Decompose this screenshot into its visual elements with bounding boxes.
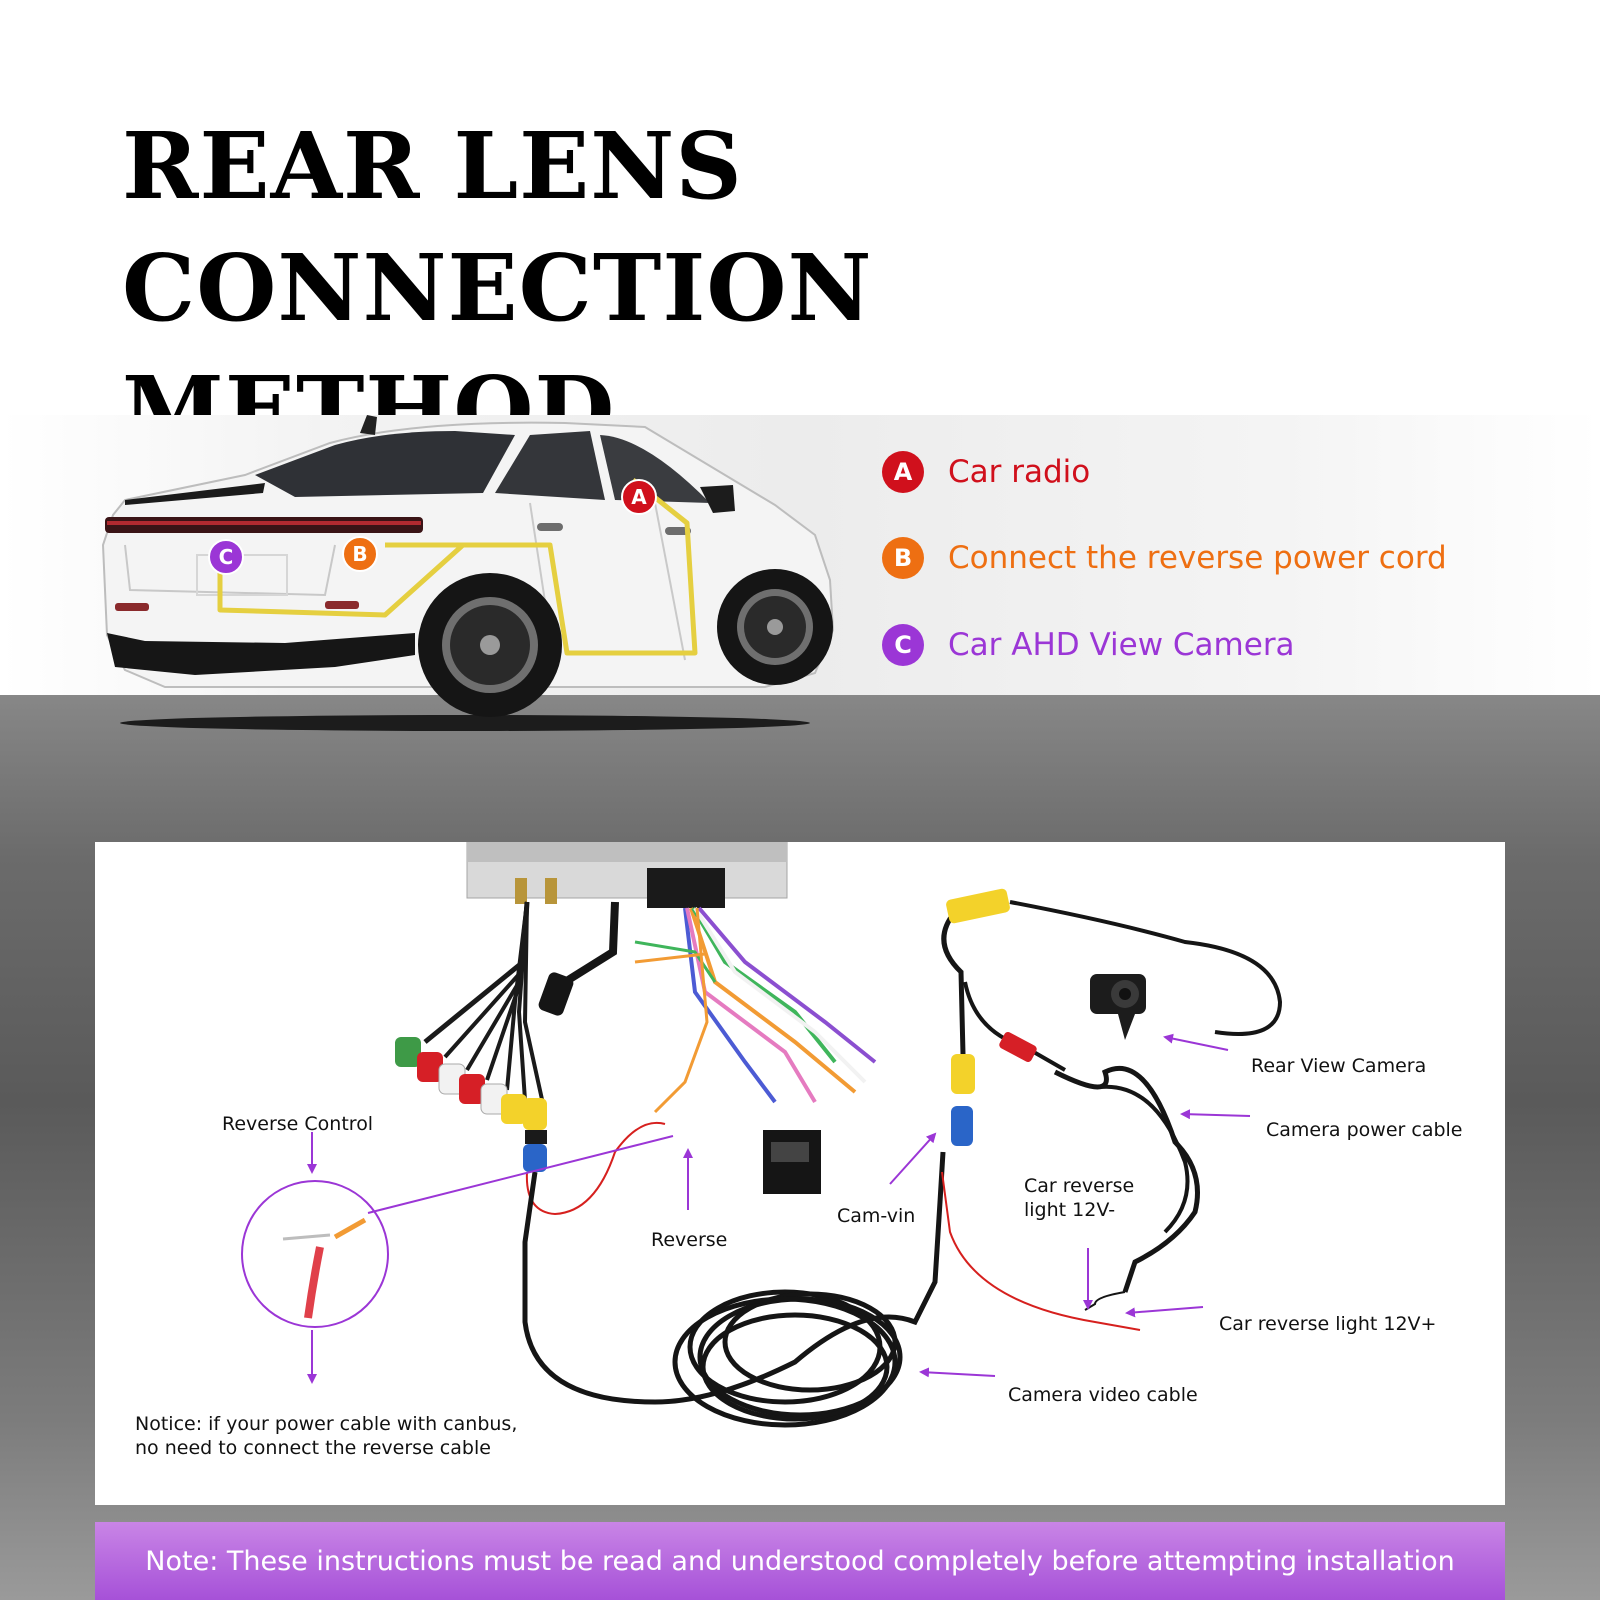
car-marker-a-label: A — [631, 485, 647, 509]
rear-wheel — [418, 573, 562, 717]
side-window-rear — [495, 431, 605, 500]
door-handle-front — [665, 527, 691, 535]
label-reverse-light-neg-2: light 12V- — [1024, 1199, 1116, 1221]
coiled-cable — [672, 1289, 903, 1428]
arrow-video-cable — [919, 1367, 996, 1378]
notice-line-1: Notice: if your power cable with canbus, — [135, 1413, 518, 1435]
car-marker-c-label: C — [218, 545, 234, 569]
label-rear-view-camera: Rear View Camera — [1251, 1055, 1427, 1077]
legend-text-a: Car radio — [948, 454, 1091, 490]
legend-text-c: Car AHD View Camera — [948, 627, 1295, 663]
reverse-wire — [525, 1121, 666, 1216]
car-marker-c: C — [208, 539, 244, 575]
legend-text-b: Connect the reverse power cord — [948, 540, 1447, 576]
reflector-right — [325, 601, 359, 609]
arrow-power-cable — [1180, 1109, 1251, 1120]
wiring-diagram-panel: Reverse Control Reverse Cam-vin Rear Vie… — [95, 842, 1505, 1505]
arrow-reverse-light-pos — [1125, 1306, 1204, 1318]
label-camera-video-cable: Camera video cable — [1008, 1384, 1198, 1406]
legend-badge-b: B — [882, 537, 924, 579]
spoiler — [125, 483, 265, 505]
reverse-light-wire-black — [1084, 1291, 1126, 1311]
legend-badge-a: A — [882, 451, 924, 493]
car-marker-a: A — [621, 479, 657, 515]
rca-harness — [395, 901, 547, 1172]
usb-plug — [538, 972, 574, 1016]
footer-note-text: Note: These instructions must be read an… — [145, 1545, 1455, 1577]
car-marker-b: B — [342, 536, 378, 572]
cam-vin-yellow — [951, 1054, 975, 1094]
page-title: REAR LENS CONNECTION METHOD — [122, 105, 1482, 471]
camera-cable-upper — [941, 910, 966, 1055]
tail-light-glow — [107, 521, 421, 525]
antenna — [360, 415, 377, 435]
rear-bumper-black — [107, 633, 415, 675]
legend-badge-c: C — [882, 624, 924, 666]
wiring-route-line — [217, 478, 698, 656]
label-reverse-control: Reverse Control — [222, 1113, 374, 1135]
zoom-wire-red — [304, 1246, 324, 1319]
camera-plug-yellow — [946, 888, 1010, 924]
arrow-cam-vin — [889, 1132, 937, 1185]
head-unit — [466, 842, 788, 908]
camera-lead — [1009, 900, 1283, 1036]
zoom-wire-orange — [333, 1217, 367, 1240]
title-line-1: REAR LENS CONNECTION — [122, 112, 873, 342]
wiring-diagram — [241, 842, 1283, 1428]
door-line-2 — [654, 502, 686, 661]
car-illustration — [101, 415, 835, 731]
door-handle-rear — [537, 523, 563, 531]
legend-badge-a-text: A — [893, 458, 913, 486]
label-cam-vin: Cam-vin — [837, 1205, 916, 1227]
rear-window — [255, 431, 515, 497]
trunk-line — [124, 544, 336, 597]
side-mirror — [700, 485, 735, 513]
rear-view-camera — [1090, 974, 1146, 1040]
power-plug-red — [999, 1032, 1037, 1062]
car-shadow — [120, 715, 810, 731]
legend-badge-b-text: B — [893, 544, 913, 572]
cam-vin-blue — [951, 1106, 973, 1146]
reflector-left — [115, 603, 149, 611]
label-reverse-light-pos: Car reverse light 12V+ — [1219, 1313, 1437, 1335]
zoom-wire-grey — [282, 1233, 331, 1241]
arrow-rear-camera — [1163, 1033, 1229, 1051]
car-marker-b-label: B — [352, 542, 368, 566]
front-wheel — [717, 569, 833, 685]
usb-cable — [562, 901, 619, 986]
notice-line-2: no need to connect the reverse cable — [135, 1437, 491, 1459]
legend-item-a: A Car radio — [882, 448, 1090, 496]
legend-item-b: B Connect the reverse power cord — [882, 534, 1447, 582]
label-reverse: Reverse — [651, 1229, 728, 1251]
zoom-connector-line — [367, 1135, 674, 1214]
legend-badge-c-text: C — [894, 631, 912, 659]
power-cable-coil-2 — [1099, 1084, 1190, 1234]
reverse-light-wire-red — [941, 1171, 1141, 1331]
power-harness — [634, 906, 877, 1194]
label-reverse-light-neg-1: Car reverse — [1024, 1175, 1135, 1197]
footer-note-bar: Note: These instructions must be read an… — [95, 1522, 1505, 1600]
legend-item-c: C Car AHD View Camera — [882, 621, 1295, 669]
camera-power-cable — [963, 981, 1066, 1072]
label-camera-power-cable: Camera power cable — [1266, 1119, 1463, 1141]
